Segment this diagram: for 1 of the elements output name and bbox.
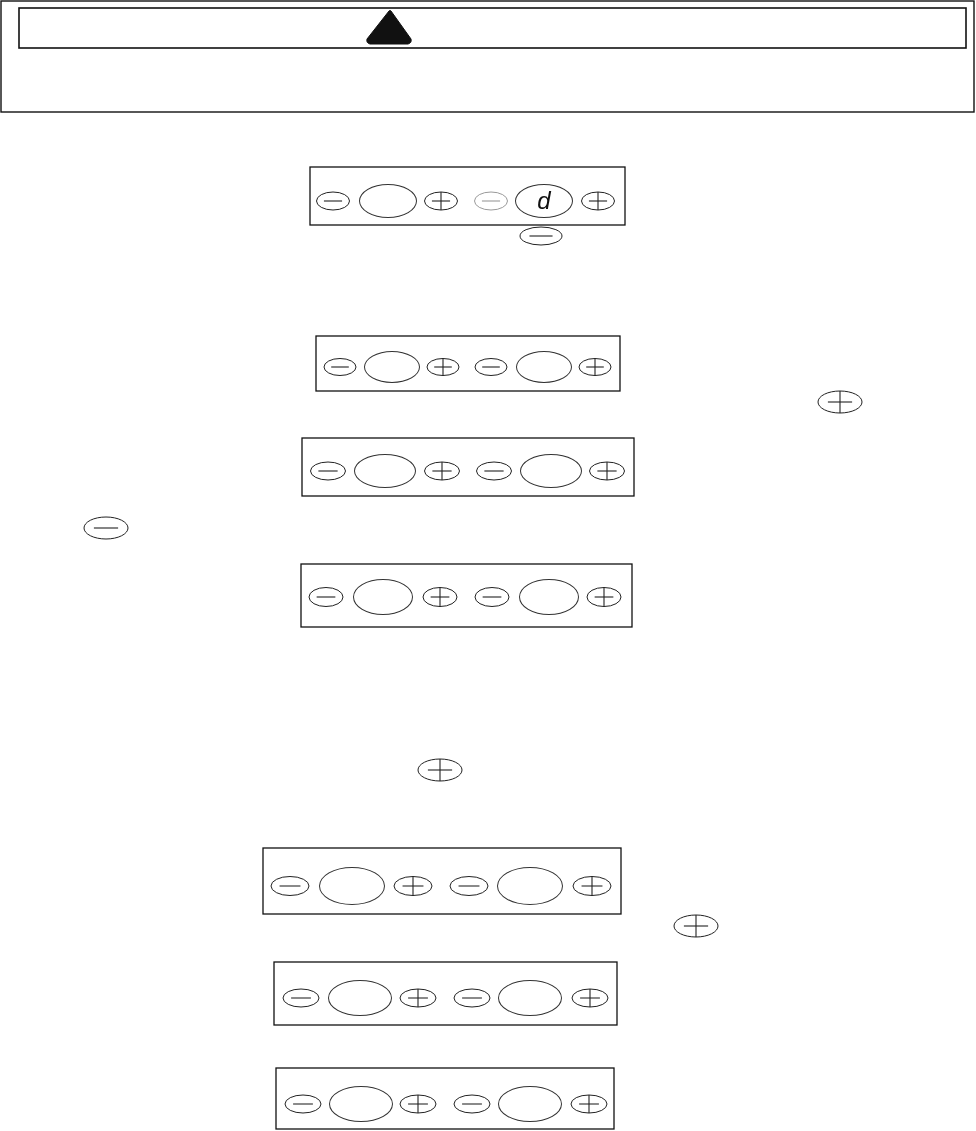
display-character: d [537,189,551,213]
